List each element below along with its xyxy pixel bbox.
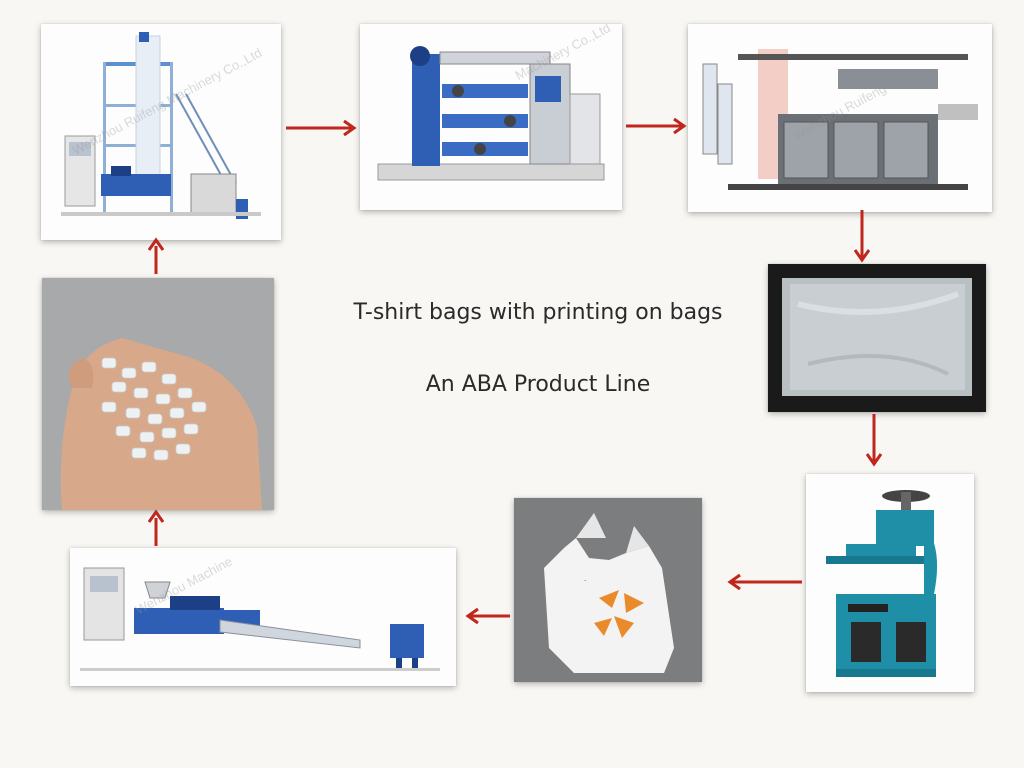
punching-machine-card xyxy=(806,474,974,692)
plastic-granules-image xyxy=(42,278,274,510)
arrow-plain-bag-to-punching xyxy=(864,412,884,468)
diagram-subtitle: An ABA Product Line xyxy=(425,372,651,397)
printed-tshirt-bag-card: · xyxy=(514,498,702,682)
punching-machine-image xyxy=(806,474,974,692)
film-blowing-machine-image xyxy=(41,24,281,240)
plastic-granules-card xyxy=(42,278,274,510)
printed-tshirt-bag-image: · xyxy=(514,498,702,682)
arrow-bag-making-to-plain-bag xyxy=(852,208,872,264)
bag-making-machine-card: Wenzhou Ruifeng xyxy=(688,24,992,212)
arrow-printed-bag-to-recycling xyxy=(462,606,512,626)
arrow-punching-to-printed-bag xyxy=(724,572,804,592)
bag-making-machine-image xyxy=(688,24,992,212)
plain-film-bag-card xyxy=(768,264,986,412)
flexo-printing-machine-card: Machinery Co.,Ltd xyxy=(360,24,622,210)
plain-film-bag-image xyxy=(768,264,986,412)
film-blowing-machine-card: Wenzhou Ruifeng Machinery Co.,Ltd xyxy=(41,24,281,240)
recycling-extruder-image xyxy=(70,548,456,686)
recycling-extruder-card: Wenzhou Machine xyxy=(70,548,456,686)
arrow-recycling-to-granules xyxy=(146,508,166,548)
arrow-granules-to-film-blowing xyxy=(146,236,166,276)
svg-text:·: · xyxy=(584,577,586,585)
arrow-film-blowing-to-printing xyxy=(284,118,358,138)
flexo-printing-machine-image xyxy=(360,24,622,210)
arrow-printing-to-bag-making xyxy=(624,116,688,136)
diagram-title: T-shirt bags with printing on bags xyxy=(353,300,723,325)
